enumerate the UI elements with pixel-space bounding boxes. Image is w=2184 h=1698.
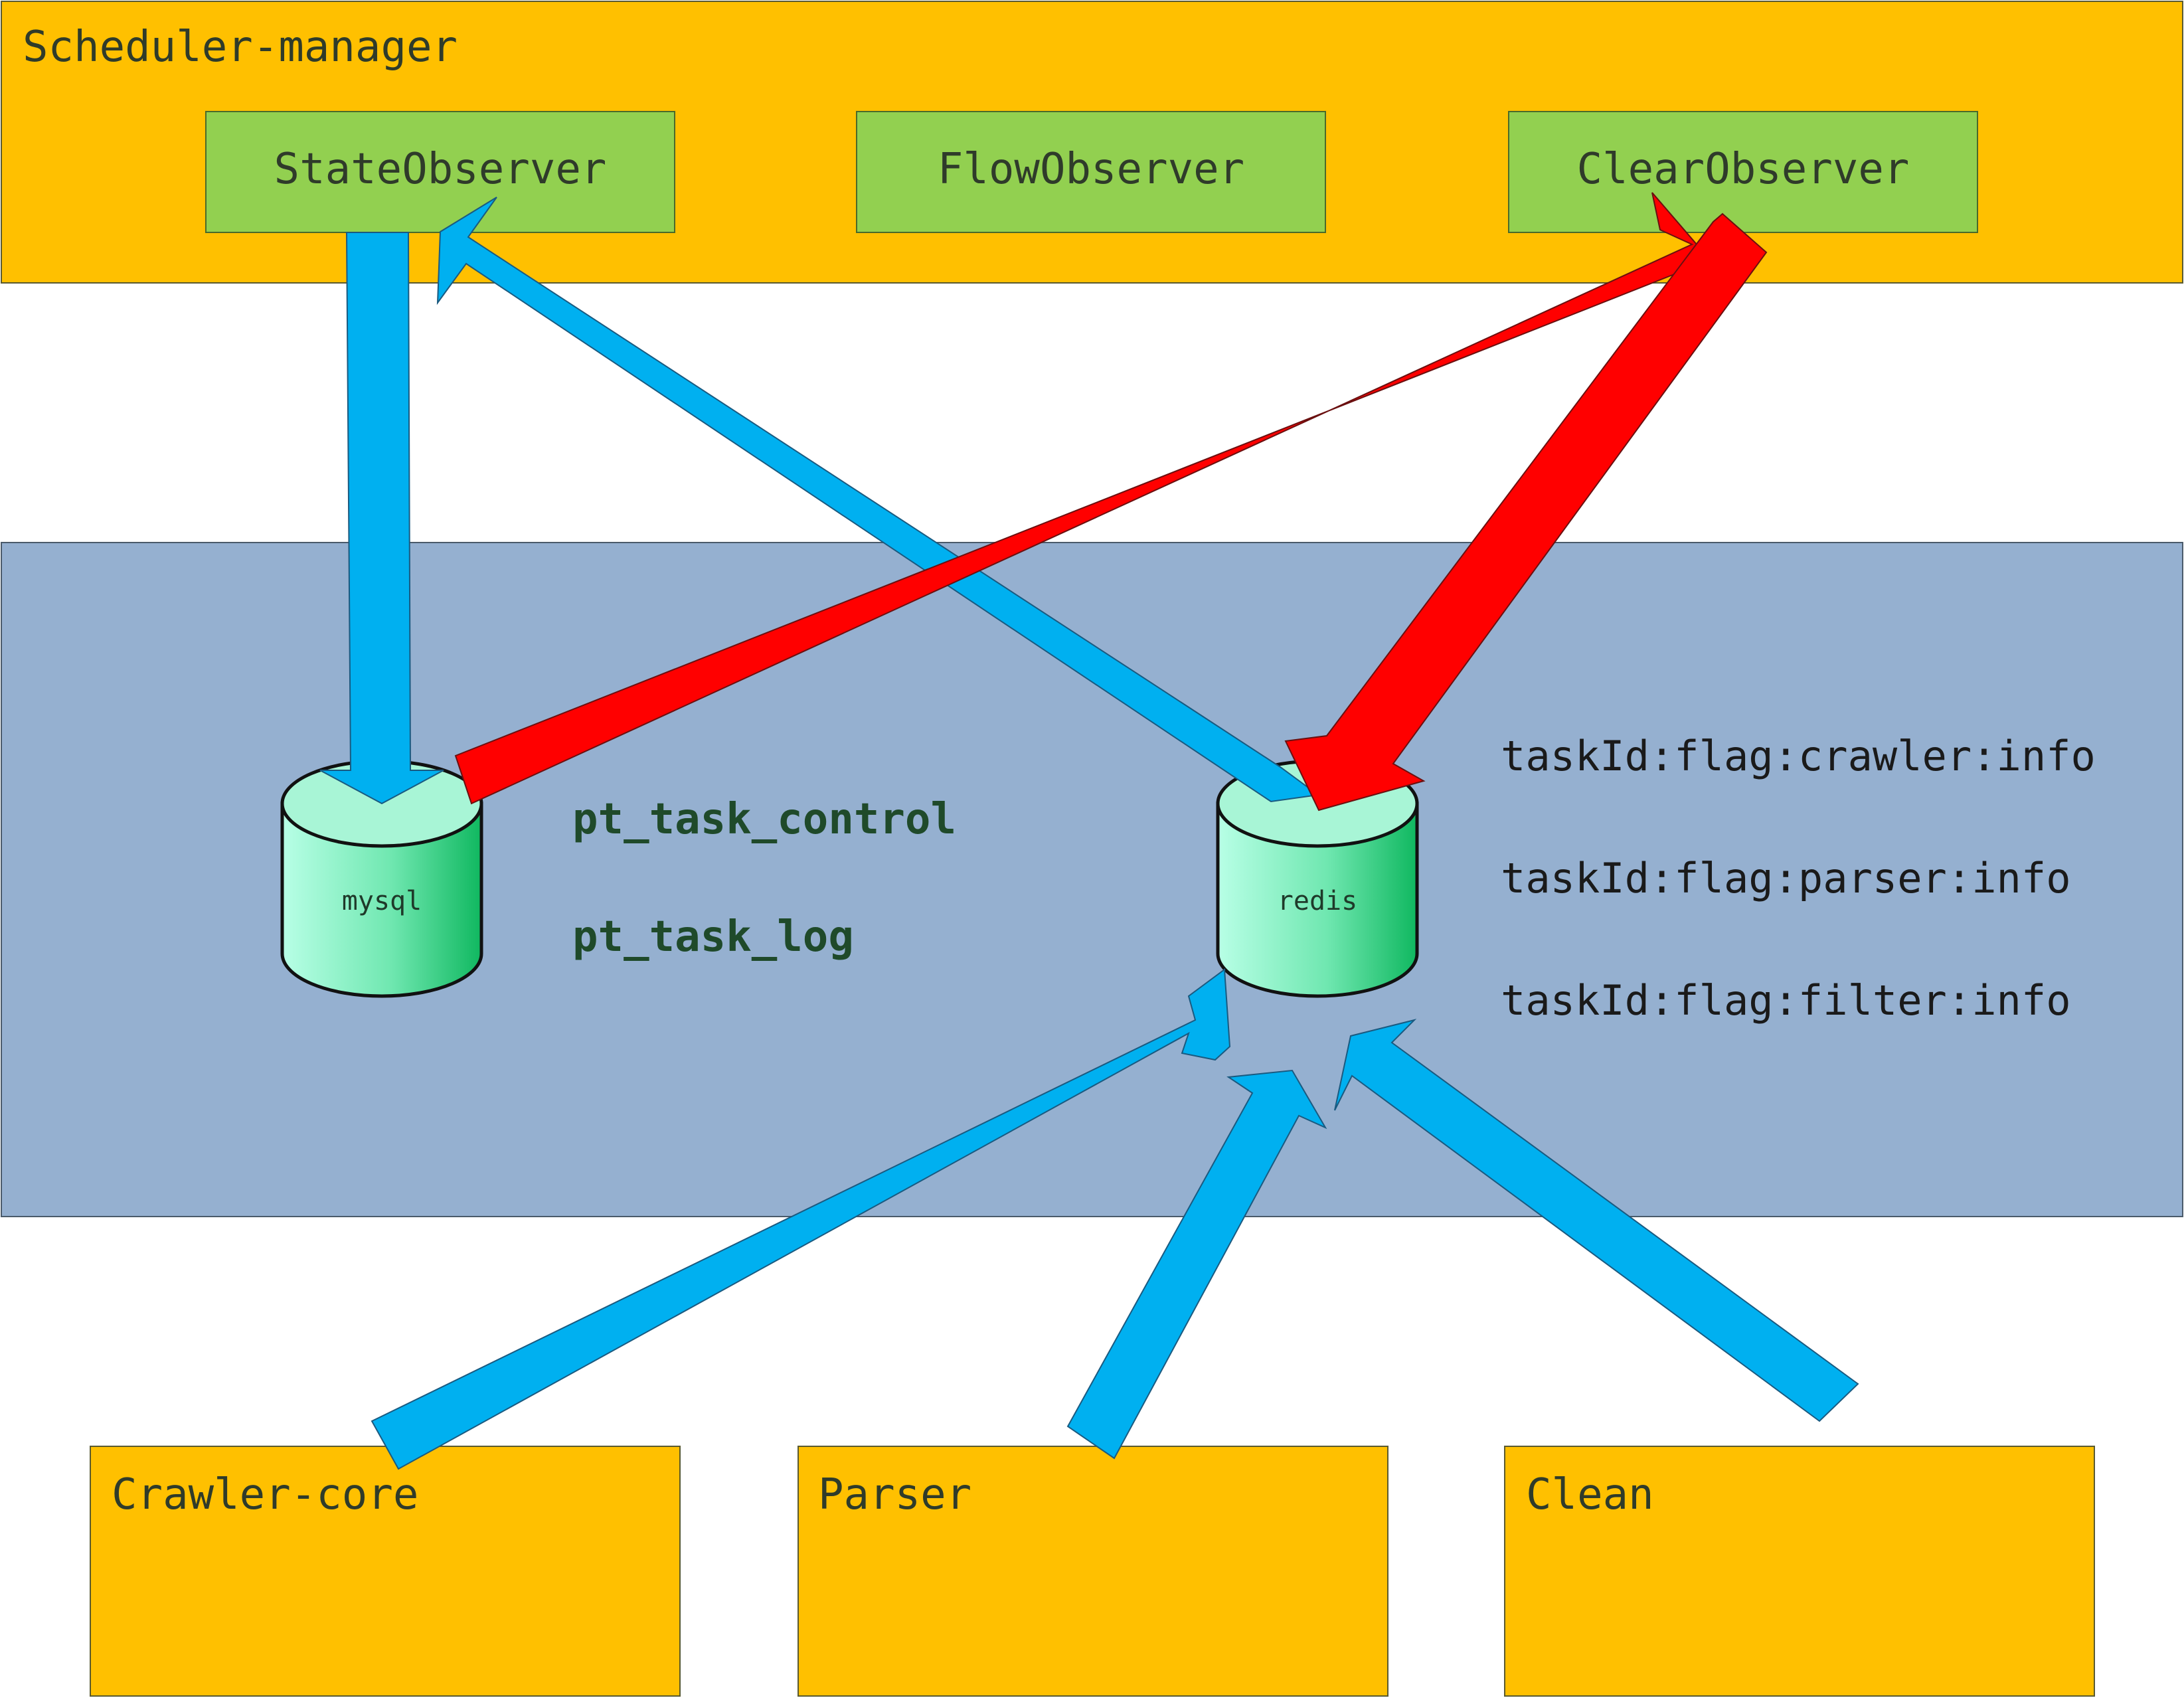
- observer-clear-box: ClearObserver: [1508, 111, 1978, 233]
- mysql-table-control: pt_task_control: [572, 795, 956, 844]
- worker-parser-box: Parser: [798, 1446, 1388, 1697]
- redis-key-parser: taskId:flag:parser:info: [1501, 854, 2071, 902]
- arrow-redis-to-state: [436, 197, 1320, 803]
- worker-clean-label: Clean: [1526, 1470, 1654, 1519]
- worker-crawler-box: Crawler-core: [90, 1446, 681, 1697]
- scheduler-manager-title: Scheduler-manager: [23, 23, 458, 72]
- arrow-clean-to-redis: [1334, 1019, 1859, 1422]
- observer-flow-box: FlowObserver: [856, 111, 1326, 233]
- observer-flow-label: FlowObserver: [938, 145, 1244, 194]
- worker-parser-label: Parser: [818, 1470, 971, 1519]
- mysql-table-log: pt_task_log: [572, 912, 854, 962]
- arrow-parser-to-redis: [1066, 1069, 1327, 1460]
- worker-crawler-label: Crawler-core: [112, 1470, 418, 1519]
- observer-clear-label: ClearObserver: [1577, 145, 1910, 194]
- arrow-clear-to-redis: [1284, 212, 1768, 811]
- arrow-state-to-mysql: [319, 232, 444, 805]
- worker-clean-box: Clean: [1504, 1446, 2095, 1697]
- redis-key-crawler: taskId:flag:crawler:info: [1501, 732, 2096, 780]
- redis-key-filter: taskId:flag:filter:info: [1501, 976, 2071, 1025]
- arrow-crawler-to-redis: [371, 968, 1231, 1470]
- redis-label: redis: [1278, 886, 1357, 916]
- mysql-label: mysql: [342, 886, 422, 916]
- observer-state-label: StateObserver: [274, 145, 607, 194]
- observer-state-box: StateObserver: [205, 111, 675, 233]
